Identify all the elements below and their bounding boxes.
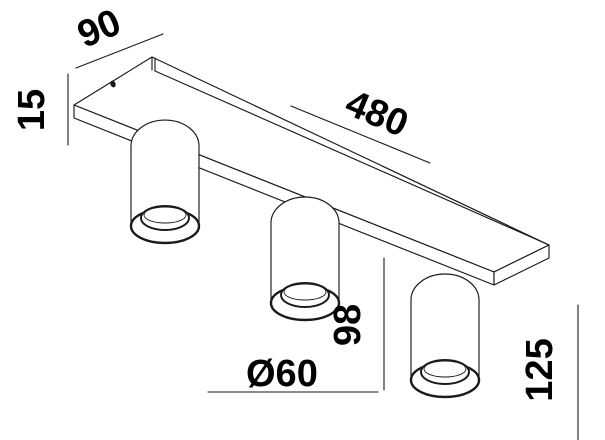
cylinder-1-body (130, 119, 200, 227)
cylinder-2-body (270, 196, 340, 304)
spotlight-cylinder-1 (129, 119, 201, 245)
spotlight-cylinder-2 (269, 196, 341, 322)
plate-right-end-face (493, 244, 550, 286)
cylinder-1-inner-highlight (143, 206, 187, 224)
dim-480-line (290, 105, 431, 164)
dim-98-label: 98 (327, 304, 369, 346)
dimension-plate-width-90 (75, 33, 164, 69)
dim-90-label: 90 (72, 1, 127, 56)
dim-125-label: 125 (519, 338, 561, 401)
cylinder-3-inner-highlight (423, 360, 467, 378)
dim-15-label: 15 (11, 89, 53, 131)
dim-480-label: 480 (339, 82, 414, 145)
dim-d60-label: Ø60 (246, 353, 318, 395)
screw-hole-icon (110, 80, 116, 88)
dimension-plate-length-480 (290, 105, 431, 164)
spotlight-cylinder-3 (409, 273, 481, 399)
cylinder-2-inner-highlight (283, 283, 327, 301)
plate-back-edge-lower (154, 70, 550, 246)
dim-90-line (75, 33, 164, 69)
cylinder-3-body (410, 273, 480, 381)
